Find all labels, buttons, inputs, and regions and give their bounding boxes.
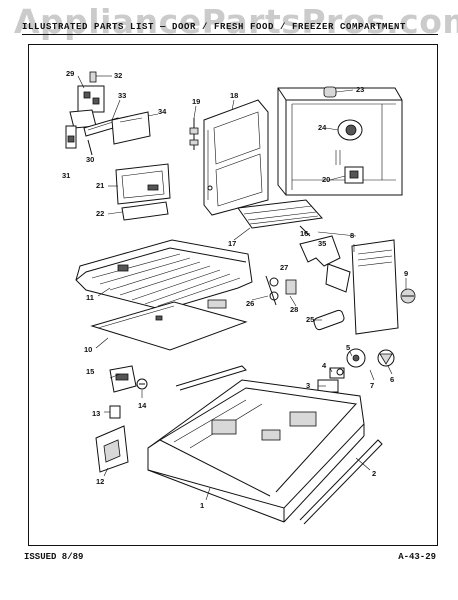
diagram-frame [28, 44, 438, 546]
crisper-cover [90, 301, 248, 351]
callout-17: 17 [228, 239, 236, 248]
issued-date: ISSUED 8/89 [24, 552, 84, 562]
callout-14: 14 [138, 401, 147, 410]
callout-34: 34 [158, 107, 167, 116]
callout-8: 8 [350, 231, 354, 240]
callout-24: 24 [318, 123, 327, 132]
callout-26: 26 [246, 299, 254, 308]
callout-3: 3 [306, 381, 310, 390]
page-number: A-43-29 [398, 552, 436, 562]
callout-35: 35 [318, 239, 326, 248]
callout-21: 21 [96, 181, 104, 190]
freezer-compartment [277, 86, 403, 196]
callout-10: 10 [84, 345, 92, 354]
callout-30: 30 [86, 155, 94, 164]
leader-lines [77, 75, 407, 501]
callout-29: 29 [66, 69, 74, 78]
callout-19: 19 [192, 97, 200, 106]
door-bin [115, 163, 171, 221]
callout-32: 32 [114, 71, 122, 80]
callout-9: 9 [404, 269, 408, 278]
callout-4: 4 [322, 361, 327, 370]
callout-6: 6 [390, 375, 394, 384]
callout-1: 1 [200, 501, 204, 510]
callout-5: 5 [346, 343, 350, 352]
callout-23: 23 [356, 85, 364, 94]
callout-31: 31 [62, 171, 70, 180]
callout-33: 33 [118, 91, 126, 100]
callout-20: 20 [322, 175, 330, 184]
fresh-food-shelf [75, 239, 253, 311]
base-pan [147, 365, 383, 525]
damper-parts [265, 275, 345, 331]
callout-18: 18 [230, 91, 238, 100]
callout-28: 28 [290, 305, 298, 314]
callout-22: 22 [96, 209, 104, 218]
hinge-pin [189, 118, 199, 150]
callout-labels: 29 32 33 34 30 31 19 18 23 24 20 21 22 1… [62, 69, 408, 510]
hinge-assembly [65, 71, 151, 156]
air-duct [299, 235, 416, 335]
callout-7: 7 [370, 381, 374, 390]
callout-16: 16 [300, 229, 308, 238]
freezer-door-liner [203, 99, 269, 216]
freezer-shelf [237, 199, 323, 237]
callout-27: 27 [280, 263, 288, 272]
callout-15: 15 [86, 367, 94, 376]
callout-25: 25 [306, 315, 314, 324]
callout-2: 2 [372, 469, 376, 478]
fan-motor-assembly [317, 348, 395, 393]
callout-11: 11 [86, 293, 94, 302]
crisper-drawer [95, 365, 148, 473]
callout-13: 13 [92, 409, 100, 418]
diagram-header: ILLUSTRATED PARTS LIST — DOOR / FRESH FO… [22, 22, 438, 35]
callout-12: 12 [96, 477, 104, 486]
